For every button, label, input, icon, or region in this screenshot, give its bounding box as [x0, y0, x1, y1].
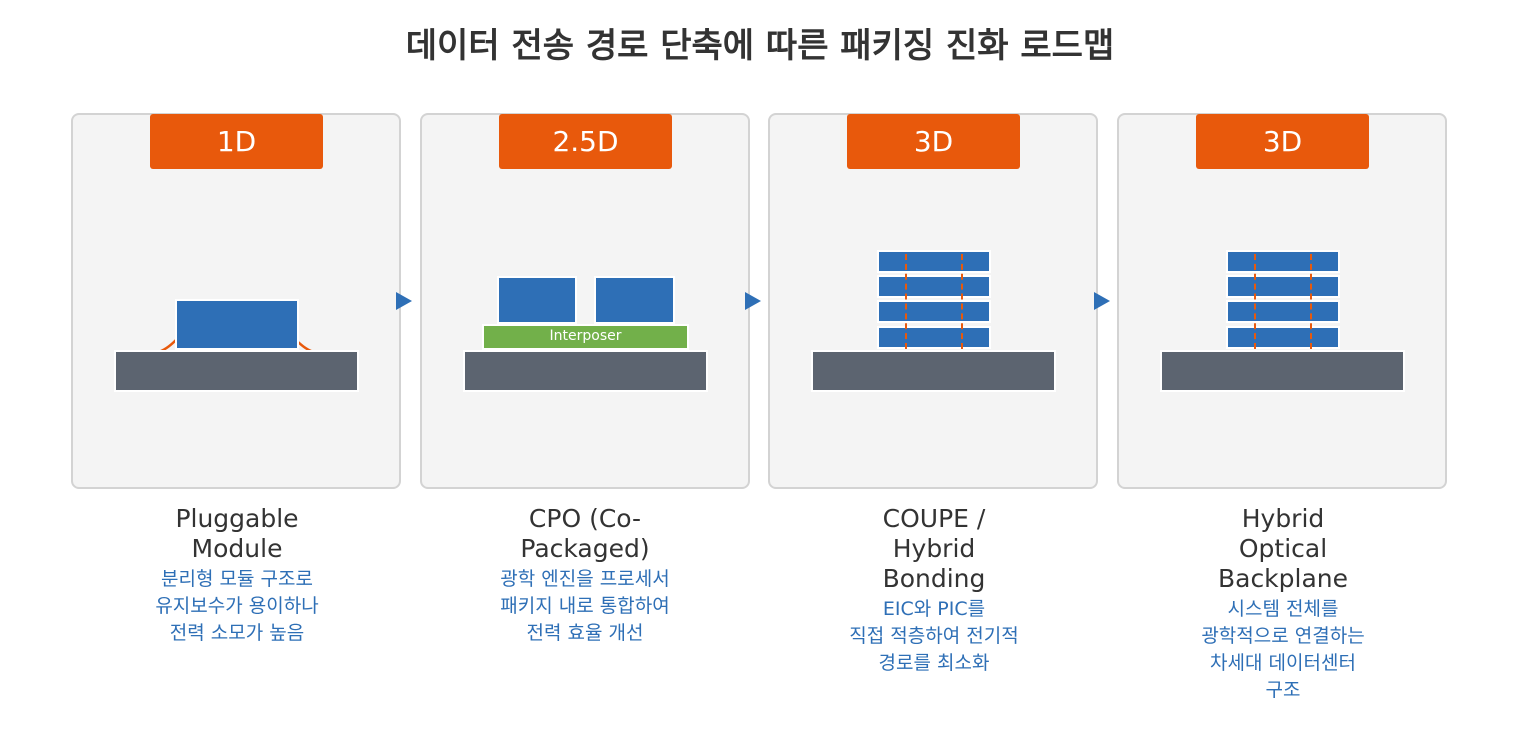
stacked-die-layer — [1226, 326, 1340, 349]
stage-name-line: Backplane — [1217, 564, 1349, 593]
stage-description-line: 전력 효율 개선 — [526, 622, 644, 644]
stage-description-line: EIC와 PIC를 — [882, 598, 986, 620]
stage-name-line: Optical — [1238, 534, 1328, 563]
substrate — [114, 350, 359, 392]
stage-description: EIC와 PIC를 직접 적층하여 전기적 경로를 최소화 — [819, 596, 1049, 677]
processor-chip — [497, 276, 577, 324]
stacked-die-layer — [1226, 275, 1340, 298]
stage-description-line: 분리형 모듈 구조로 — [161, 568, 313, 590]
stage-name: Hybrid Optical Backplane — [1168, 504, 1398, 594]
stage-description: 시스템 전체를 광학적으로 연결하는 차세대 데이터센터 구조 — [1168, 596, 1398, 704]
stage-description-line: 패키지 내로 통합하여 — [500, 595, 670, 617]
stage-description-line: 차세대 데이터센터 — [1210, 652, 1356, 674]
stage-description-line: 경로를 최소화 — [878, 652, 990, 674]
stage-description-line: 광학적으로 연결하는 — [1201, 625, 1365, 647]
substrate — [463, 350, 708, 392]
stage-description-line: 전력 소모가 높음 — [169, 622, 305, 644]
interposer: Interposer — [482, 324, 689, 350]
stage-description-line: 광학 엔진을 프로세서 — [500, 568, 670, 590]
stage-name: CPO (Co- Packaged) — [470, 504, 700, 564]
stacked-die-layer — [1226, 250, 1340, 273]
stacked-die-layer — [877, 275, 991, 298]
through-via — [961, 254, 963, 349]
substrate — [811, 350, 1056, 392]
optical-module-chip — [175, 299, 299, 350]
stage-name-line: Module — [191, 534, 283, 563]
stacked-die-layer — [877, 326, 991, 349]
substrate — [1160, 350, 1405, 392]
stage-name-line: Hybrid — [892, 534, 976, 563]
stage-name-line: Packaged) — [520, 534, 650, 563]
arrow-right-icon — [1094, 292, 1110, 310]
stacked-die-layer — [1226, 300, 1340, 323]
stage-name: COUPE / Hybrid Bonding — [819, 504, 1049, 594]
stage-name-line: CPO (Co- — [528, 504, 642, 533]
through-via — [1254, 254, 1256, 349]
stage-badge: 1D — [150, 114, 323, 169]
stage-description-line: 직접 적층하여 전기적 — [849, 625, 1019, 647]
stage-badge: 3D — [1196, 114, 1369, 169]
page-title: 데이터 전송 경로 단축에 따른 패키징 진화 로드맵 — [405, 26, 1115, 66]
through-via — [1310, 254, 1312, 349]
stage-badge: 2.5D — [499, 114, 672, 169]
stacked-die-layer — [877, 250, 991, 273]
stage-name-line: Hybrid — [1241, 504, 1325, 533]
stage-badge: 3D — [847, 114, 1020, 169]
stage-name-line: Pluggable — [175, 504, 299, 533]
stage-name-line: Bonding — [882, 564, 986, 593]
through-via — [905, 254, 907, 349]
stage-description: 광학 엔진을 프로세서 패키지 내로 통합하여 전력 효율 개선 — [470, 566, 700, 647]
stage-description-line: 구조 — [1265, 679, 1301, 701]
optical-engine-chip — [594, 276, 675, 324]
stage-description-line: 유지보수가 용이하나 — [155, 595, 319, 617]
stage-description-line: 시스템 전체를 — [1227, 598, 1339, 620]
arrow-right-icon — [396, 292, 412, 310]
stage-name-line: COUPE / — [882, 504, 986, 533]
stacked-die-layer — [877, 300, 991, 323]
stage-name: Pluggable Module — [122, 504, 352, 564]
arrow-right-icon — [745, 292, 761, 310]
stage-description: 분리형 모듈 구조로 유지보수가 용이하나 전력 소모가 높음 — [122, 566, 352, 647]
stage-panel-2-5d — [420, 113, 750, 489]
